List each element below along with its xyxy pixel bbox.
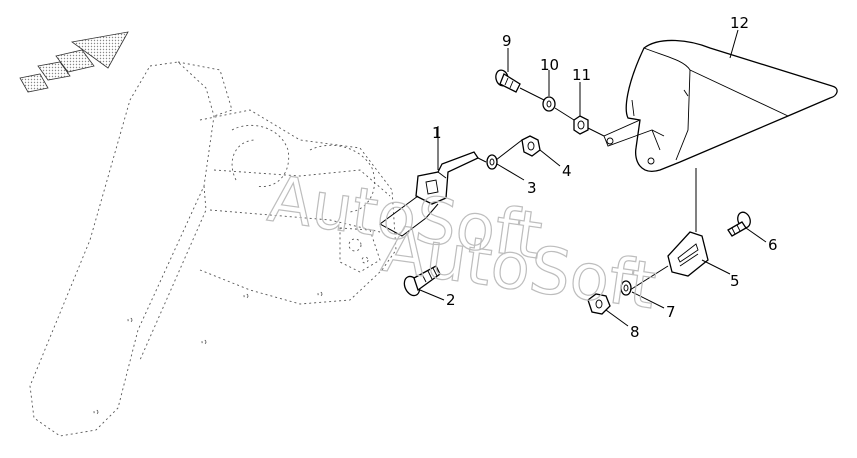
callout-11: 11 [572, 66, 591, 84]
part-7-washer [620, 280, 632, 296]
callout-5: 5 [730, 272, 740, 290]
part-1-bracket [415, 151, 479, 205]
callout-12: 12 [730, 14, 749, 32]
part-9-bolt [495, 69, 521, 93]
leader-lines [379, 29, 767, 327]
callout-9: 9 [502, 32, 512, 50]
part-12-chain-guard [603, 39, 838, 172]
callout-10: 10 [540, 56, 559, 74]
part-5-guide-plate [667, 231, 709, 277]
callout-8: 8 [630, 323, 640, 341]
part-3-washer [486, 154, 498, 170]
callout-7: 7 [666, 303, 676, 321]
part-6-bolt [727, 211, 751, 237]
part-4-nut [521, 135, 541, 157]
callout-2: 2 [446, 291, 456, 309]
swing-arm-outline [29, 61, 397, 437]
callout-4: 4 [562, 162, 572, 180]
part-10-washer [542, 96, 556, 112]
callout-1: 1 [432, 124, 442, 142]
part-8-nut [587, 293, 611, 315]
callout-3: 3 [527, 179, 537, 197]
callout-6: 6 [768, 236, 778, 254]
direction-arrow-icon [19, 31, 129, 93]
part-2-screw [403, 265, 441, 297]
part-11-nut [573, 115, 589, 135]
